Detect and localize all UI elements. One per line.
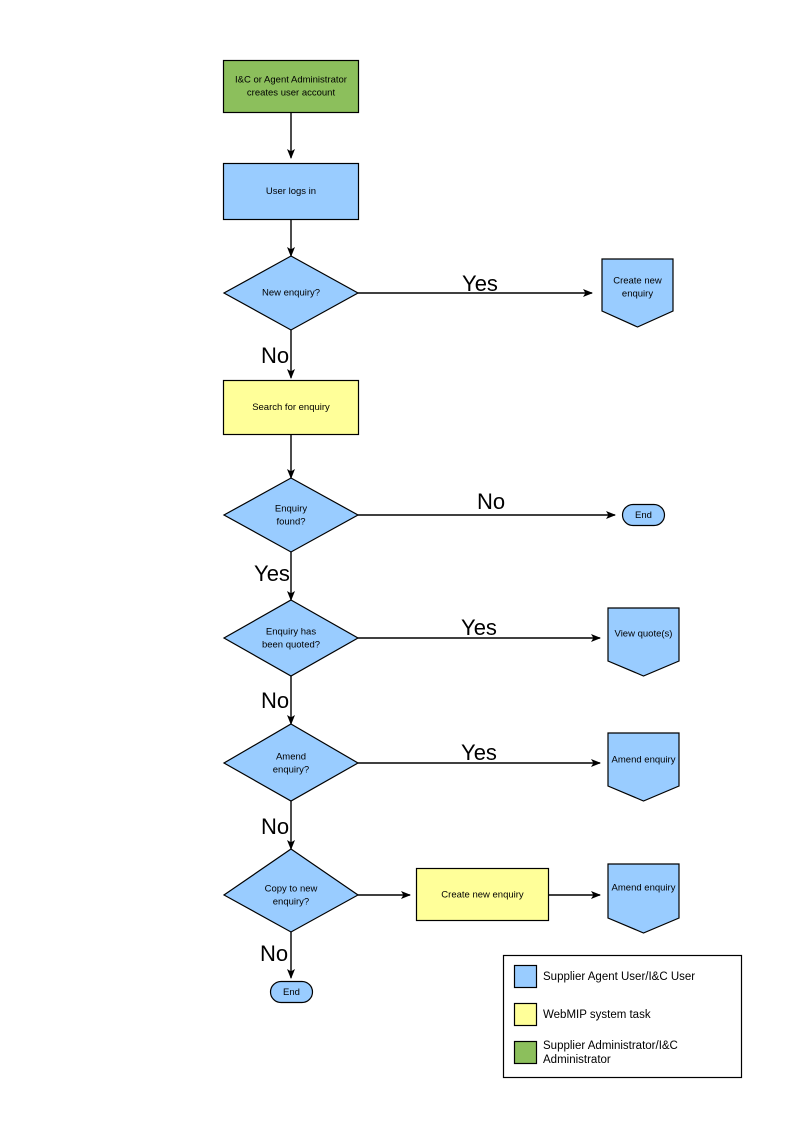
- node-enquiry-found-decision[interactable]: Enquiry found?: [222, 477, 360, 553]
- legend-label-system: WebMIP system task: [543, 1009, 651, 1021]
- user-logs-in-label: User logs in: [266, 186, 316, 197]
- amend-enquiry-mid-shape: [607, 732, 680, 802]
- create-new-enquiry-top-shape: [601, 258, 674, 328]
- search-for-enquiry-shape: [222, 379, 360, 436]
- node-end-not-found[interactable]: End: [621, 503, 666, 527]
- legend-swatch-user: [513, 964, 538, 989]
- copy-to-new-enquiry-decision-label-line1: Copy to new: [265, 884, 318, 895]
- node-end-final[interactable]: End: [269, 980, 314, 1004]
- node-enquiry-quoted-decision[interactable]: Enquiry has been quoted?: [222, 599, 360, 677]
- amend-enquiry-mid-label: Amend enquiry: [612, 755, 676, 766]
- legend: Supplier Agent User/I&C User WebMIP syst…: [502, 954, 743, 1079]
- enquiry-found-decision-label-line2: found?: [276, 517, 305, 528]
- edge-label-new-enquiry-no: No: [261, 343, 289, 368]
- end-not-found-label: End: [635, 510, 652, 521]
- amend-enquiry-bottom-label: Amend enquiry: [612, 883, 676, 894]
- node-view-quotes[interactable]: View quote(s): [607, 607, 680, 677]
- amend-enquiry-decision-label-line2: enquiry?: [273, 765, 309, 776]
- new-enquiry-decision-shape: [222, 255, 360, 331]
- end-not-found-shape: [621, 503, 666, 527]
- admin-creates-account-label-line1: I&C or Agent Administrator: [235, 75, 347, 86]
- legend-box: [502, 954, 743, 1079]
- enquiry-quoted-decision-shape: [222, 599, 360, 677]
- edge-label-amend-yes: Yes: [461, 740, 497, 765]
- amend-enquiry-decision-label-line1: Amend: [276, 752, 306, 763]
- legend-item-user: Supplier Agent User/I&C User: [513, 964, 695, 989]
- node-admin-creates-account[interactable]: I&C or Agent Administrator creates user …: [222, 59, 360, 114]
- copy-to-new-enquiry-decision-label-line2: enquiry?: [273, 897, 309, 908]
- end-final-label: End: [283, 987, 300, 998]
- view-quotes-label: View quote(s): [615, 629, 673, 640]
- edge-label-enquiry-found-yes: Yes: [254, 561, 290, 586]
- amend-enquiry-bottom-shape: [607, 863, 680, 934]
- node-new-enquiry-decision[interactable]: New enquiry?: [222, 255, 360, 331]
- search-for-enquiry-label: Search for enquiry: [252, 402, 330, 413]
- copy-to-new-enquiry-decision-shape: [222, 848, 360, 933]
- node-create-new-enquiry-bottom[interactable]: Create new enquiry: [415, 867, 550, 922]
- enquiry-found-decision-shape: [222, 477, 360, 553]
- legend-label-admin-line1: Supplier Administrator/I&C: [543, 1040, 678, 1052]
- node-create-new-enquiry-top[interactable]: Create new enquiry: [601, 258, 674, 328]
- amend-enquiry-decision-shape: [222, 723, 360, 802]
- create-new-enquiry-bottom-label: Create new enquiry: [441, 890, 524, 901]
- enquiry-found-decision-label-line1: Enquiry: [275, 504, 307, 515]
- connectors: [287, 112, 616, 979]
- enquiry-quoted-decision-label-line1: Enquiry has: [266, 627, 316, 638]
- user-logs-in-shape: [222, 162, 360, 221]
- view-quotes-shape: [607, 607, 680, 677]
- legend-label-user: Supplier Agent User/I&C User: [543, 971, 695, 983]
- edge-label-quoted-yes: Yes: [461, 615, 497, 640]
- end-final-shape: [269, 980, 314, 1004]
- node-amend-enquiry-decision[interactable]: Amend enquiry?: [222, 723, 360, 802]
- legend-swatch-admin: [513, 1040, 538, 1065]
- legend-item-system: WebMIP system task: [513, 1002, 651, 1027]
- edge-label-copy-no: No: [260, 941, 288, 966]
- legend-item-admin: Supplier Administrator/I&C Administrator: [513, 1040, 678, 1066]
- edge-label-enquiry-found-no: No: [477, 489, 505, 514]
- edge-label-amend-no: No: [261, 814, 289, 839]
- legend-label-admin-line2: Administrator: [543, 1054, 611, 1066]
- create-new-enquiry-top-label-line2: enquiry: [622, 289, 653, 300]
- create-new-enquiry-bottom-shape: [415, 867, 550, 922]
- node-search-for-enquiry[interactable]: Search for enquiry: [222, 379, 360, 436]
- new-enquiry-decision-label: New enquiry?: [262, 288, 320, 299]
- node-copy-to-new-enquiry-decision[interactable]: Copy to new enquiry?: [222, 848, 360, 933]
- node-amend-enquiry-mid[interactable]: Amend enquiry: [607, 732, 680, 802]
- admin-creates-account-shape: [222, 59, 360, 114]
- create-new-enquiry-top-label-line1: Create new: [613, 276, 662, 287]
- admin-creates-account-label-line2: creates user account: [247, 88, 336, 99]
- edge-label-new-enquiry-yes: Yes: [462, 271, 498, 296]
- edge-label-quoted-no: No: [261, 688, 289, 713]
- node-user-logs-in[interactable]: User logs in: [222, 162, 360, 221]
- edge-labels: Yes No No Yes Yes No Yes No No: [254, 271, 505, 966]
- node-amend-enquiry-bottom[interactable]: Amend enquiry: [607, 863, 680, 934]
- legend-swatch-system: [513, 1002, 538, 1027]
- enquiry-quoted-decision-label-line2: been quoted?: [262, 640, 320, 651]
